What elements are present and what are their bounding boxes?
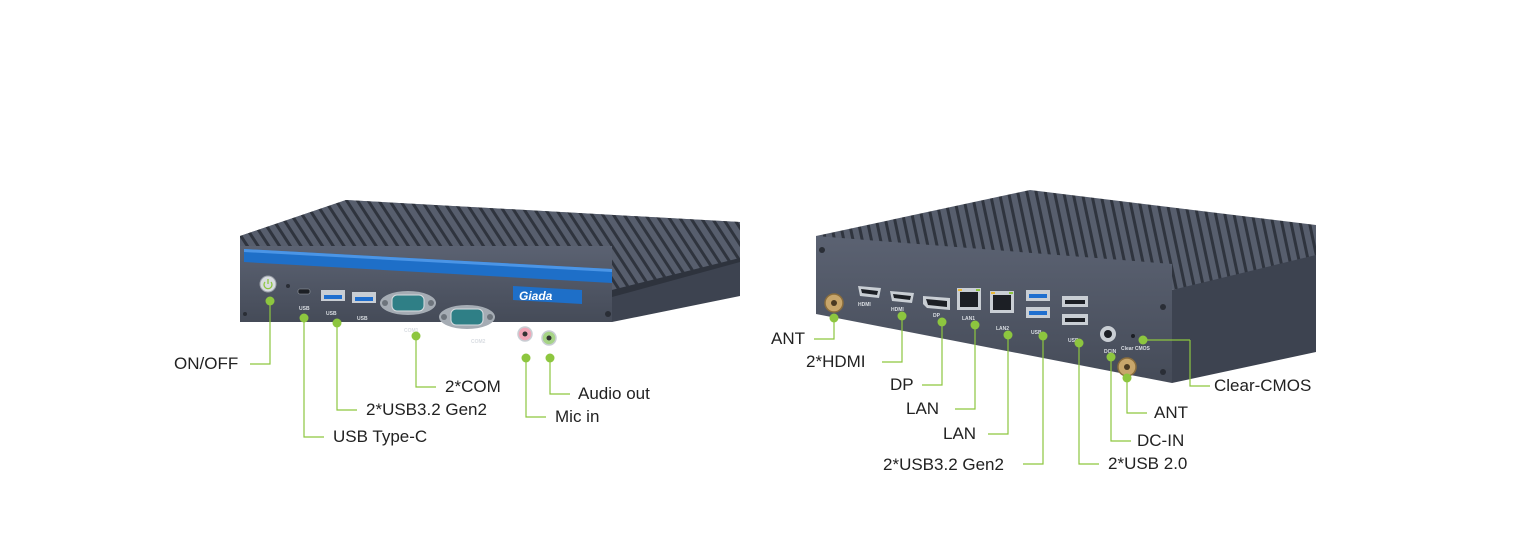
label-lan-2: LAN	[943, 424, 977, 443]
label-2-hdmi: 2*HDMI	[806, 352, 866, 371]
usb-type-c-port	[297, 288, 311, 295]
label-dc-in: DC-IN	[1137, 431, 1185, 450]
rear-callout-dots	[829, 311, 1148, 383]
com-port-2	[439, 305, 495, 329]
svg-text:USB: USB	[357, 316, 368, 322]
label-lan-1: LAN	[906, 399, 940, 418]
label-ant-left: ANT	[771, 329, 805, 348]
svg-text:DP: DP	[933, 313, 941, 319]
brand-logo: Giada	[519, 289, 553, 303]
rear-device: HDMI HDMI DP LAN1 LAN2 USB USB DCIN	[816, 190, 1316, 383]
svg-text:DCIN: DCIN	[1104, 349, 1117, 355]
svg-text:COM2: COM2	[471, 339, 486, 345]
label-audio-out: Audio out	[578, 384, 650, 403]
label-2-usb32-gen2: 2*USB3.2 Gen2	[366, 400, 487, 419]
front-callout-dots	[265, 296, 555, 363]
label-usb-type-c: USB Type-C	[333, 427, 428, 446]
svg-text:USB: USB	[1068, 338, 1079, 344]
svg-text:LAN1: LAN1	[962, 316, 975, 322]
label-rear-2-usb32-gen2: 2*USB3.2 Gen2	[883, 455, 1004, 474]
front-callout-lines	[250, 301, 570, 438]
label-mic-in: Mic in	[555, 407, 600, 426]
svg-text:USB: USB	[326, 311, 337, 317]
front-side-panel	[612, 258, 740, 322]
com-port-1	[380, 291, 436, 315]
label-dp: DP	[890, 375, 914, 394]
label-on-off: ON/OFF	[174, 354, 239, 373]
svg-text:USB: USB	[1031, 330, 1042, 336]
svg-text:HDMI: HDMI	[891, 307, 904, 313]
clear-cmos-button	[1131, 334, 1135, 338]
rear-antenna-left	[824, 293, 844, 313]
svg-text:Clear CMOS: Clear CMOS	[1121, 346, 1151, 352]
label-clear-cmos: Clear-CMOS	[1214, 376, 1312, 395]
front-blue-stripe	[244, 249, 612, 283]
rear-antenna-right	[1117, 357, 1137, 377]
label-2-usb20: 2*USB 2.0	[1108, 454, 1188, 473]
svg-text:LAN2: LAN2	[996, 326, 1009, 332]
rear-callout-lines	[814, 316, 1210, 465]
svg-text:COM1: COM1	[404, 328, 419, 334]
svg-text:HDMI: HDMI	[858, 302, 871, 308]
rear-side-panel	[1172, 255, 1316, 383]
label-2-com: 2*COM	[445, 377, 501, 396]
label-ant-right: ANT	[1154, 403, 1188, 422]
front-device: Giada USB USB USB COM1 COM2	[240, 200, 740, 346]
svg-text:USB: USB	[299, 306, 310, 312]
